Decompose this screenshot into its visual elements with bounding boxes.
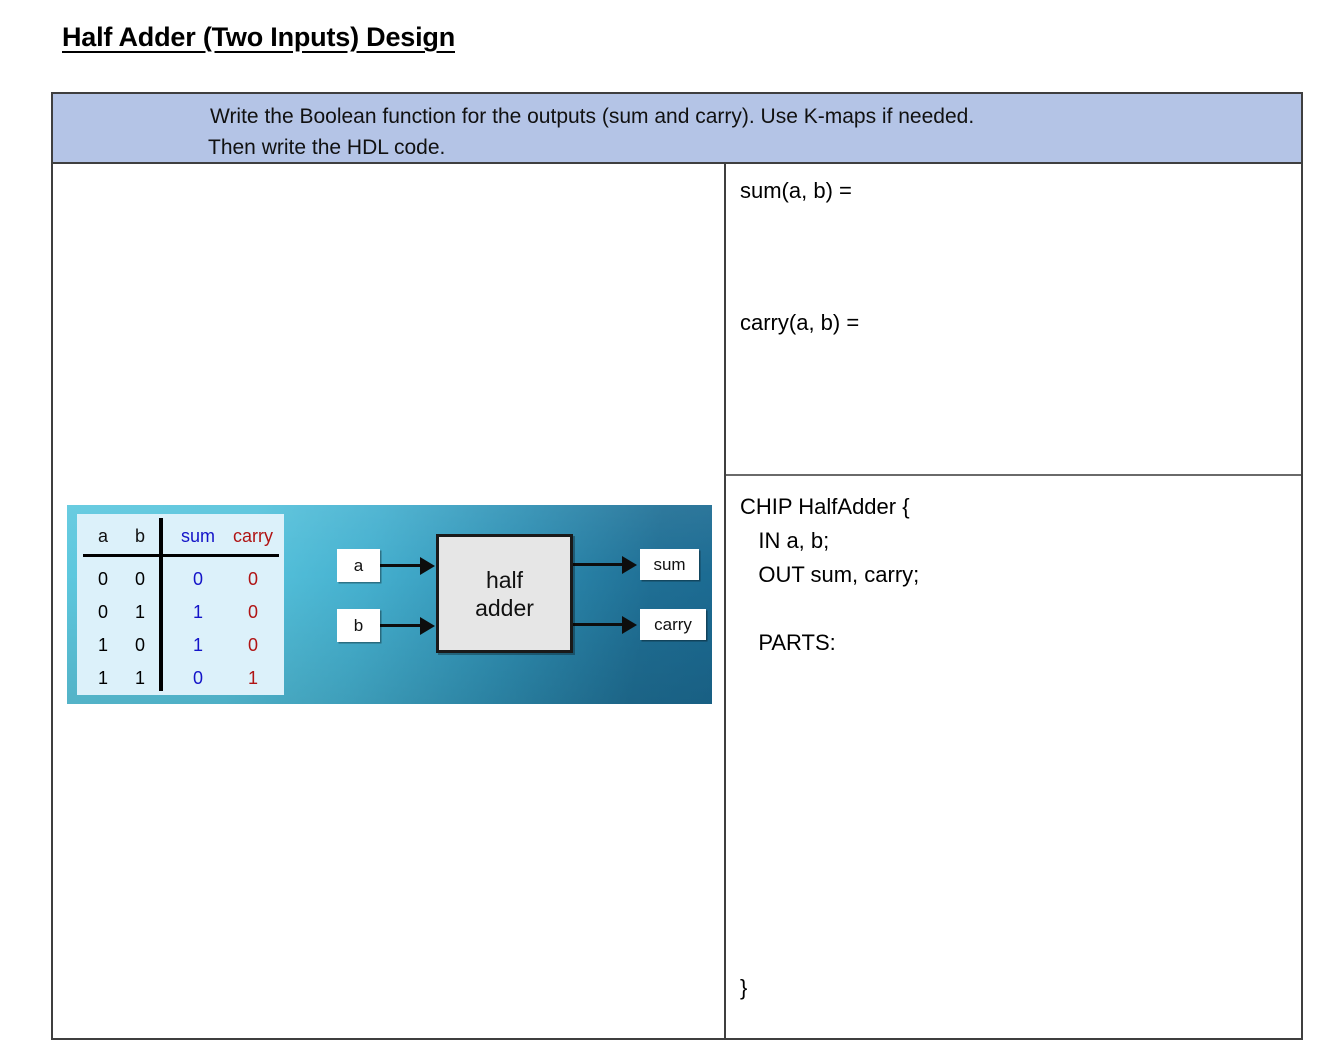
truth-table-header-b: b: [134, 525, 145, 546]
diagram-input-b-label: b: [337, 609, 380, 642]
half-adder-block-line-2: adder: [475, 594, 534, 621]
cell-sum: 1: [192, 601, 203, 622]
instruction-line-1: Write the Boolean function for the outpu…: [210, 105, 975, 128]
cell-sum: 0: [192, 568, 203, 589]
hdl-blank-line: [740, 592, 1301, 626]
truth-table-row: 0 1 1 0: [77, 596, 284, 628]
truth-table: a b sum carry 0 0 0 0 0 1 1: [77, 514, 284, 695]
truth-table-header-row: a b sum carry: [77, 520, 284, 552]
cell-carry: 0: [247, 601, 258, 622]
cell-b: 0: [134, 634, 145, 655]
wire-block-to-carry: [573, 623, 623, 626]
cell-b: 1: [134, 667, 145, 688]
truth-table-row: 0 0 0 0: [77, 563, 284, 595]
arrowhead-icon: [622, 616, 637, 634]
cell-sum: 0: [192, 667, 203, 688]
sum-function-label: sum(a, b) =: [740, 178, 852, 203]
cell-sum: 1: [192, 634, 203, 655]
truth-table-header-carry: carry: [233, 525, 273, 546]
cell-a: 0: [97, 601, 108, 622]
truth-table-row: 1 0 1 0: [77, 629, 284, 661]
cell-a: 1: [97, 634, 108, 655]
cell-carry: 0: [247, 568, 258, 589]
half-adder-figure: a b sum carry 0 0 0 0 0 1 1: [67, 505, 712, 704]
diagram-output-carry-label: carry: [640, 609, 706, 640]
instruction-line-2: Then write the HDL code.: [208, 136, 446, 159]
hdl-parts-label: PARTS:: [740, 630, 836, 655]
sum-answer-space[interactable]: [740, 205, 1301, 309]
right-column: sum(a, b) = carry(a, b) = CHIP HalfAdder…: [726, 164, 1301, 1038]
worksheet-table: Write the Boolean function for the outpu…: [51, 92, 1303, 1040]
half-adder-block: half adder: [436, 534, 573, 653]
instruction-header: Write the Boolean function for the outpu…: [53, 94, 1301, 164]
truth-table-vertical-divider: [159, 518, 163, 691]
arrowhead-icon: [622, 556, 637, 574]
truth-table-horizontal-divider: [83, 554, 279, 557]
truth-table-header-a: a: [97, 525, 108, 546]
half-adder-block-line-1: half: [485, 566, 524, 593]
cell-carry: 1: [247, 667, 258, 688]
arrowhead-icon: [420, 617, 435, 635]
wire-b-to-block: [380, 624, 422, 627]
truth-table-header-sum: sum: [180, 525, 215, 546]
boolean-functions-cell[interactable]: sum(a, b) = carry(a, b) =: [726, 164, 1301, 476]
wire-a-to-block: [380, 564, 422, 567]
cell-a: 1: [97, 667, 108, 688]
cell-b: 0: [134, 568, 145, 589]
hdl-chip-declaration: CHIP HalfAdder {: [740, 494, 910, 519]
arrowhead-icon: [420, 557, 435, 575]
hdl-in-declaration: IN a, b;: [740, 528, 830, 553]
worksheet-columns: a b sum carry 0 0 0 0 0 1 1: [53, 164, 1301, 1038]
diagram-output-sum-label: sum: [640, 549, 699, 580]
cell-b: 1: [134, 601, 145, 622]
cell-a: 0: [97, 568, 108, 589]
truth-table-row: 1 1 0 1: [77, 662, 284, 694]
diagram-input-a-label: a: [337, 549, 380, 582]
left-column-answer-area[interactable]: a b sum carry 0 0 0 0 0 1 1: [53, 164, 726, 1038]
hdl-closing-brace: }: [740, 975, 748, 1000]
cell-carry: 0: [247, 634, 258, 655]
wire-block-to-sum: [573, 563, 623, 566]
carry-function-label: carry(a, b) =: [740, 310, 860, 335]
hdl-code-cell[interactable]: CHIP HalfAdder { IN a, b; OUT sum, carry…: [726, 476, 1301, 1038]
hdl-out-declaration: OUT sum, carry;: [740, 562, 920, 587]
page-title: Half Adder (Two Inputs) Design: [62, 22, 455, 52]
